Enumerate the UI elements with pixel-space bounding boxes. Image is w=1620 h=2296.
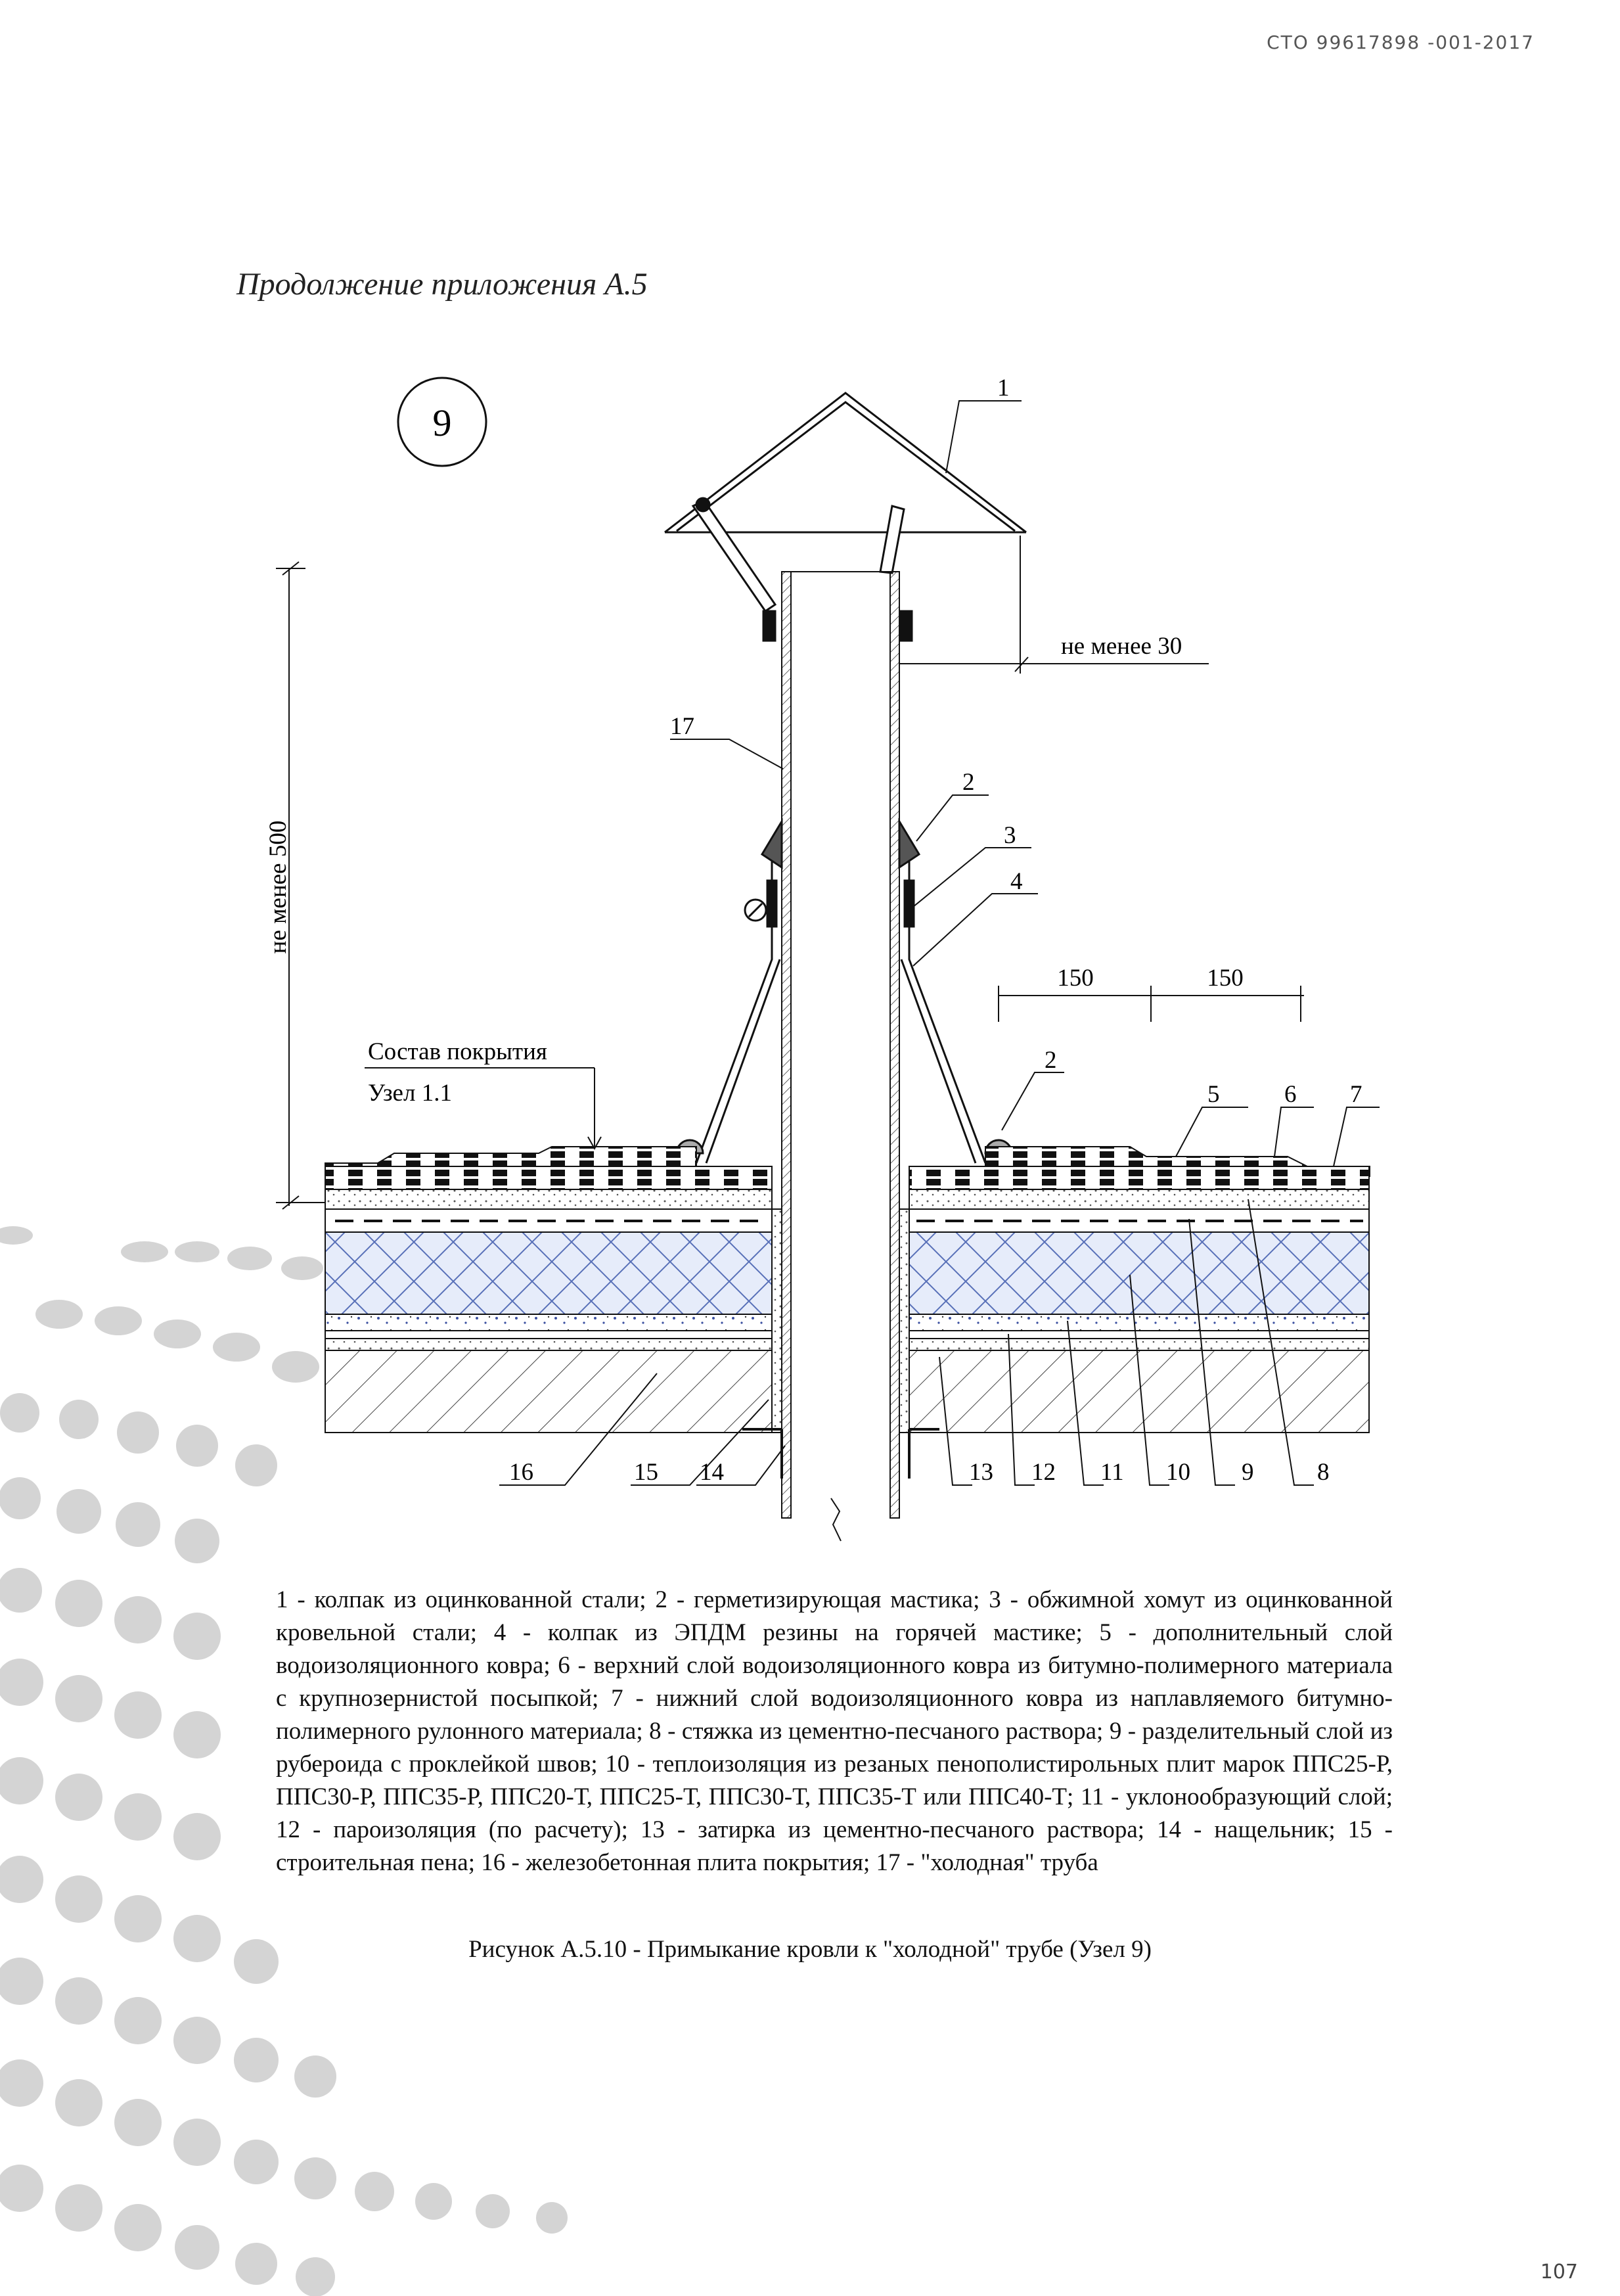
callout-13: 13: [969, 1459, 993, 1486]
page-number: 107: [1540, 2261, 1578, 2284]
section-title: Продолжение приложения А.5: [236, 267, 648, 302]
callout-7: 7: [1350, 1081, 1362, 1108]
node-number-badge: 9: [397, 377, 487, 467]
callout-17: 17: [670, 713, 694, 740]
callout-14: 14: [700, 1459, 724, 1486]
roof-layers-right: [899, 1146, 1370, 1479]
document-code: СТО 99617898 -001-2017: [1267, 32, 1535, 53]
figure-caption: Рисунок А.5.10 - Примыкание кровли к "хо…: [468, 1936, 1152, 1963]
dimension-height: [276, 561, 325, 1210]
callout-1: 1: [997, 375, 1010, 402]
callout-5: 5: [1207, 1081, 1220, 1108]
dimension-height-label: не менее 500: [265, 821, 292, 954]
callout-10: 10: [1166, 1459, 1190, 1486]
callout-labels: 1 2 3 4 2 5 6 7 17 16 15 14 13 12 11 10 …: [509, 375, 1362, 1486]
background-dots-decoration: [0, 1226, 568, 2296]
callout-4: 4: [1010, 868, 1023, 895]
epdm-collar: [675, 817, 1013, 1164]
coating-label-line2: Узел 1.1: [368, 1080, 452, 1107]
callout-16: 16: [509, 1459, 533, 1486]
callout-3: 3: [1004, 822, 1016, 849]
figure-legend: 1 - колпак из оцинкованной стали; 2 - ге…: [276, 1586, 1393, 1876]
dimension-150: [998, 986, 1304, 1022]
dimension-150-b: 150: [1207, 965, 1244, 992]
callout-8: 8: [1317, 1459, 1330, 1486]
dimension-150-a: 150: [1057, 965, 1094, 992]
cold-pipe: [781, 571, 900, 1542]
dimension-gap: [899, 536, 1209, 674]
node-number: 9: [433, 402, 452, 444]
callout-11: 11: [1100, 1459, 1124, 1486]
steel-cap: [664, 392, 1027, 642]
coating-label-line1: Состав покрытия: [368, 1038, 547, 1065]
dimension-gap-label: не менее 30: [1061, 633, 1182, 660]
callout-6: 6: [1284, 1081, 1297, 1108]
roof-layers-left: [325, 1146, 783, 1479]
callout-9: 9: [1242, 1459, 1254, 1486]
callout-15: 15: [634, 1459, 658, 1486]
callout-12: 12: [1031, 1459, 1056, 1486]
callout-2b: 2: [1045, 1047, 1057, 1074]
callout-leaders: [499, 400, 1380, 1486]
callout-2a: 2: [962, 769, 975, 796]
coating-leader: [365, 1067, 602, 1151]
